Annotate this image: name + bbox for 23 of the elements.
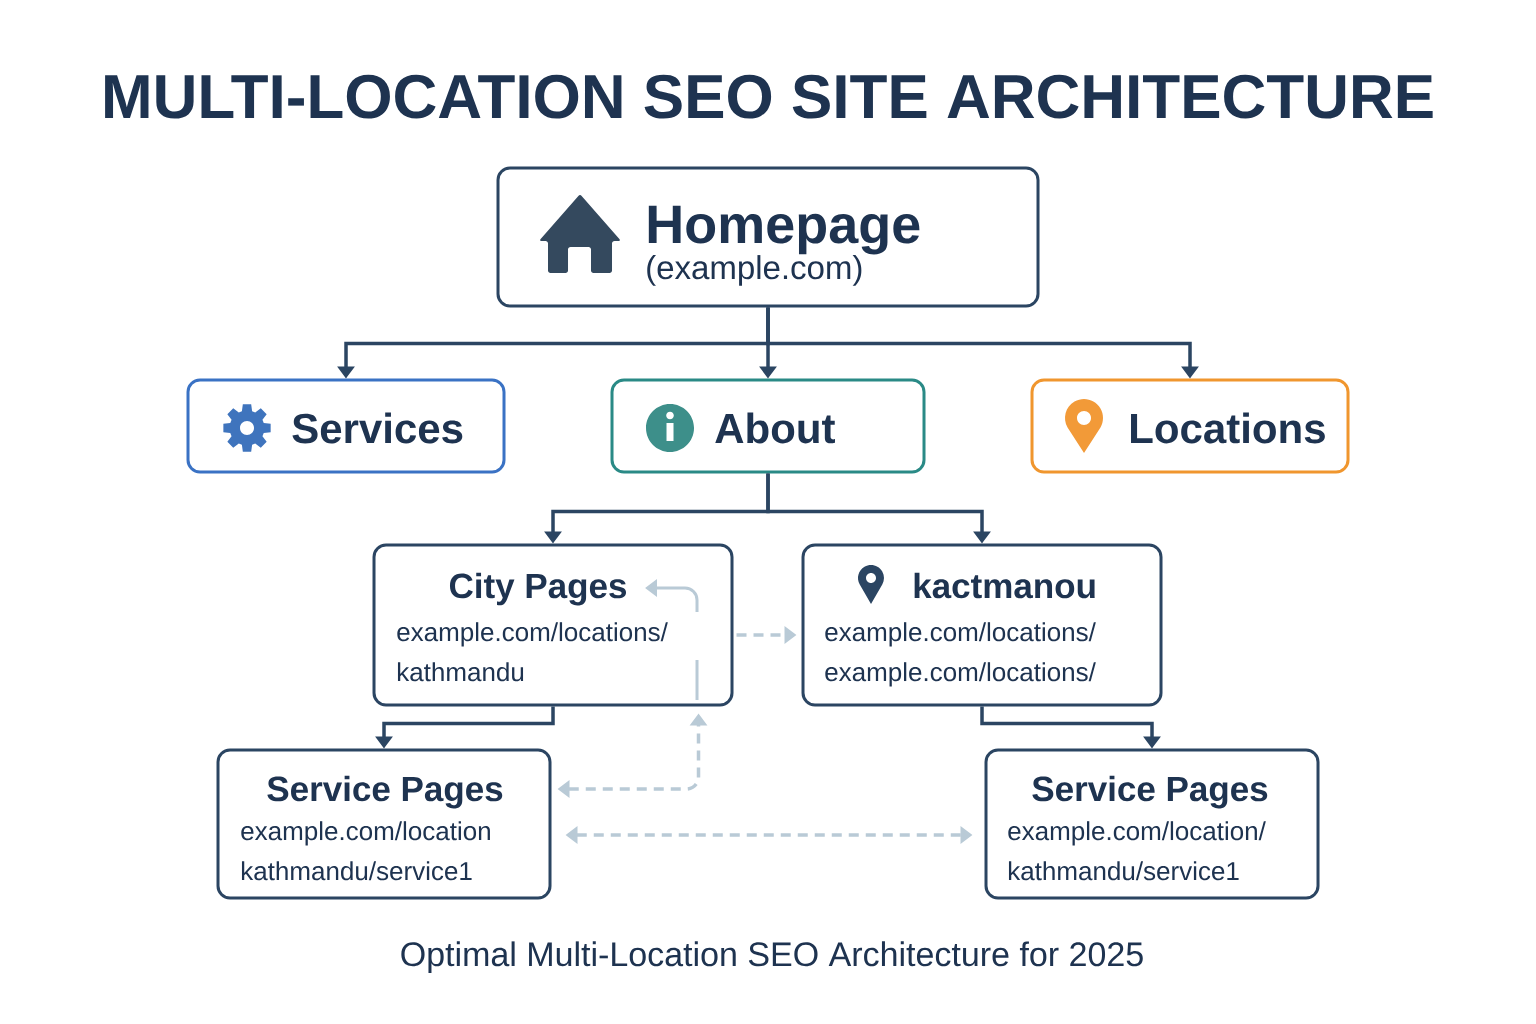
box-heading: Homepage — [648, 205, 920, 255]
title: MULTI-LOCATION SEO SITE ARCHITECTURE — [105, 74, 1433, 119]
page-box — [610, 378, 926, 474]
box-heading: Locations — [1131, 412, 1325, 444]
url-text: (example.com) — [647, 255, 862, 286]
box-heading: About — [715, 412, 835, 444]
url-text: example.com/location kathmandu/service1 — [241, 821, 490, 881]
page-box — [984, 748, 1320, 900]
page-box — [216, 748, 552, 900]
caption: Optimal Multi-Location SEO Architecture for 2025 — [401, 941, 1143, 974]
url-text: example.com/locations/ kathmandu — [397, 622, 668, 682]
url-text: example.com/locations/ example.com/locations/ — [825, 622, 1096, 687]
url-text: example.com/location/ kathmandu/service1 — [1008, 821, 1266, 881]
box-heading: Service Pages — [267, 775, 503, 809]
box-heading: Services — [292, 412, 463, 444]
page-box — [372, 543, 734, 707]
page-box — [1030, 378, 1350, 474]
page-box — [186, 378, 506, 474]
page-box — [496, 166, 1040, 308]
box-heading: City Pages — [449, 572, 626, 606]
box-heading: kactmanou — [914, 572, 1095, 599]
page-box — [801, 543, 1163, 707]
box-heading: Service Pages — [1032, 775, 1268, 809]
